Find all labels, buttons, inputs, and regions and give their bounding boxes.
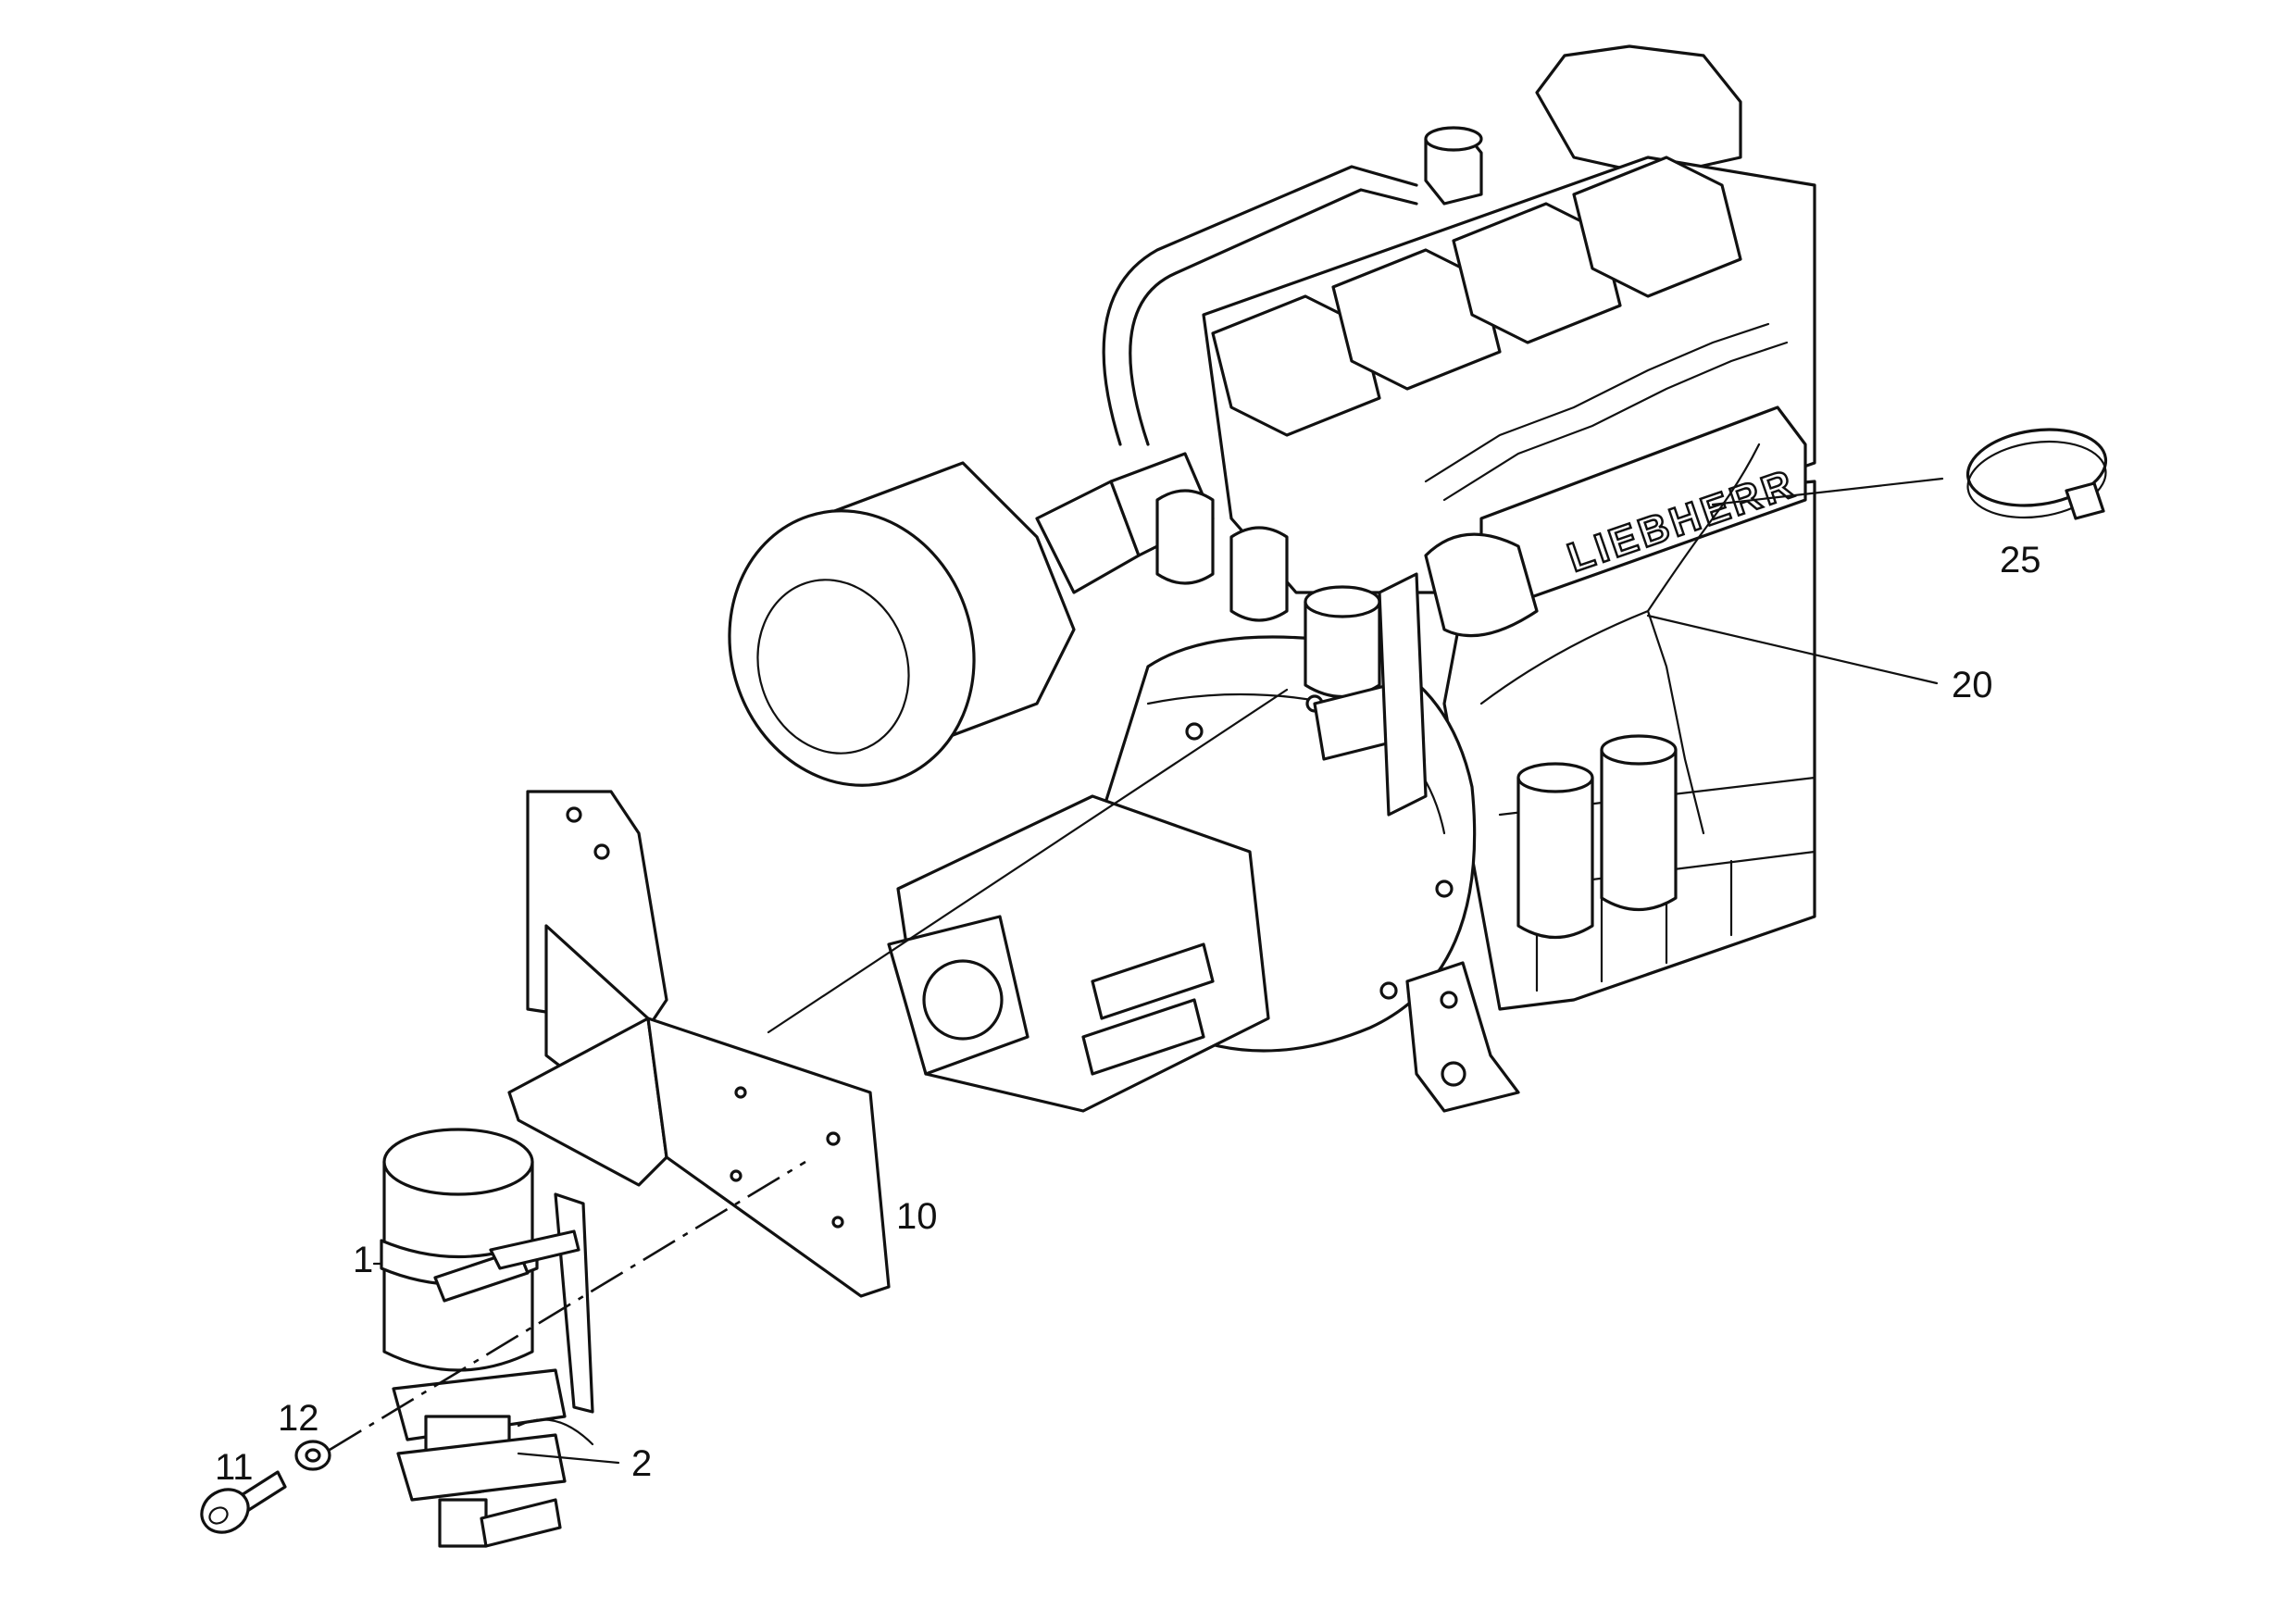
bracket-hole-1 bbox=[566, 806, 582, 823]
valve-covers bbox=[1211, 156, 1742, 437]
oil-filter-2-top bbox=[1600, 734, 1678, 766]
flywheel-bolt-5 bbox=[1379, 981, 1398, 1000]
hose-clamp-band bbox=[1965, 428, 2108, 507]
valve-cover-4 bbox=[1572, 156, 1742, 298]
bolt-socket bbox=[208, 1506, 229, 1525]
intake-pipe-end bbox=[1424, 532, 1539, 638]
washer-hole bbox=[305, 1448, 321, 1463]
installed-fuel-filter bbox=[1155, 489, 1428, 817]
bolt-head bbox=[200, 1488, 250, 1534]
fuel-filter-part bbox=[380, 1128, 594, 1414]
breather-top bbox=[1424, 126, 1483, 152]
filter-head-fitting bbox=[480, 1498, 562, 1548]
engine-mount bbox=[1405, 961, 1520, 1113]
oil-filters bbox=[1516, 734, 1678, 940]
callout-2: 2 bbox=[631, 1443, 652, 1484]
installed-filter-bracket bbox=[1378, 572, 1428, 817]
valve-cover-1 bbox=[1211, 294, 1381, 437]
callout-10: 10 bbox=[896, 1196, 938, 1237]
callout-12: 12 bbox=[278, 1398, 319, 1439]
air-filter-cap bbox=[756, 579, 910, 755]
mounting-bracket-part bbox=[507, 790, 891, 1298]
bolt-assembly-line bbox=[329, 1160, 806, 1452]
rear-housing bbox=[1535, 44, 1742, 178]
filter-head-part bbox=[392, 1368, 594, 1548]
pump-valve-block-1 bbox=[1091, 942, 1215, 1020]
flywheel-bolt-4 bbox=[1435, 880, 1454, 898]
bracket-hole-5 bbox=[730, 1169, 742, 1182]
callout-25: 25 bbox=[2000, 540, 2041, 580]
fuel-line-b bbox=[1442, 341, 1789, 502]
prefilter-1 bbox=[1155, 489, 1215, 585]
installed-filter-top bbox=[1304, 585, 1381, 618]
engine-mount-bolt-2 bbox=[1441, 1061, 1466, 1087]
coolant-hose bbox=[1102, 165, 1418, 446]
crankcase-fins bbox=[1535, 859, 1733, 992]
callout-20: 20 bbox=[1952, 665, 1993, 705]
fuel-line-a bbox=[1424, 322, 1770, 483]
cable-harness bbox=[1479, 443, 1761, 835]
bracket-base bbox=[507, 1017, 668, 1187]
bracket-hole-6 bbox=[831, 1216, 844, 1229]
coolant-hose-inner bbox=[1129, 188, 1418, 446]
filter-head-lower-plate bbox=[396, 1433, 567, 1502]
bracket-placement-line bbox=[767, 688, 1289, 1034]
bracket-hole-3 bbox=[734, 1086, 747, 1099]
filter-head-line bbox=[517, 1418, 594, 1446]
flywheel-bolt-1 bbox=[1185, 722, 1204, 741]
air-filter-front bbox=[728, 509, 976, 787]
bracket-plate bbox=[646, 1017, 891, 1298]
fuel-filter-clamp-tail bbox=[489, 1229, 580, 1270]
leader-25 bbox=[1711, 477, 1944, 506]
hydraulic-pump-port bbox=[922, 959, 1004, 1041]
hose-clamp-part bbox=[1965, 428, 2108, 520]
hose-clamp-band-edge bbox=[1966, 440, 2107, 519]
prefilter-2 bbox=[1229, 526, 1289, 622]
valve-cover-3 bbox=[1452, 202, 1622, 344]
filter-head-drain bbox=[438, 1498, 488, 1548]
callout-1: 1 bbox=[353, 1240, 373, 1280]
leader-20 bbox=[1646, 614, 1939, 685]
valve-cover-2 bbox=[1331, 248, 1502, 391]
engine-mount-bolt-1 bbox=[1440, 991, 1458, 1009]
bracket-hole-2 bbox=[593, 843, 610, 860]
bracket-hole-4 bbox=[826, 1131, 841, 1146]
callout-11: 11 bbox=[215, 1447, 254, 1488]
air-filter bbox=[728, 452, 1215, 787]
leader-2 bbox=[517, 1452, 620, 1465]
pump-valve-block-2 bbox=[1081, 998, 1205, 1076]
hose-clamp-screw-housing bbox=[2065, 481, 2105, 520]
engine-assembly: LIEBHERR bbox=[1102, 44, 1816, 1011]
filter-bracket-upright bbox=[554, 1192, 594, 1414]
fuel-filter-top bbox=[382, 1128, 534, 1196]
oil-filter-1-top bbox=[1516, 762, 1594, 793]
bolt-part bbox=[200, 1470, 287, 1534]
